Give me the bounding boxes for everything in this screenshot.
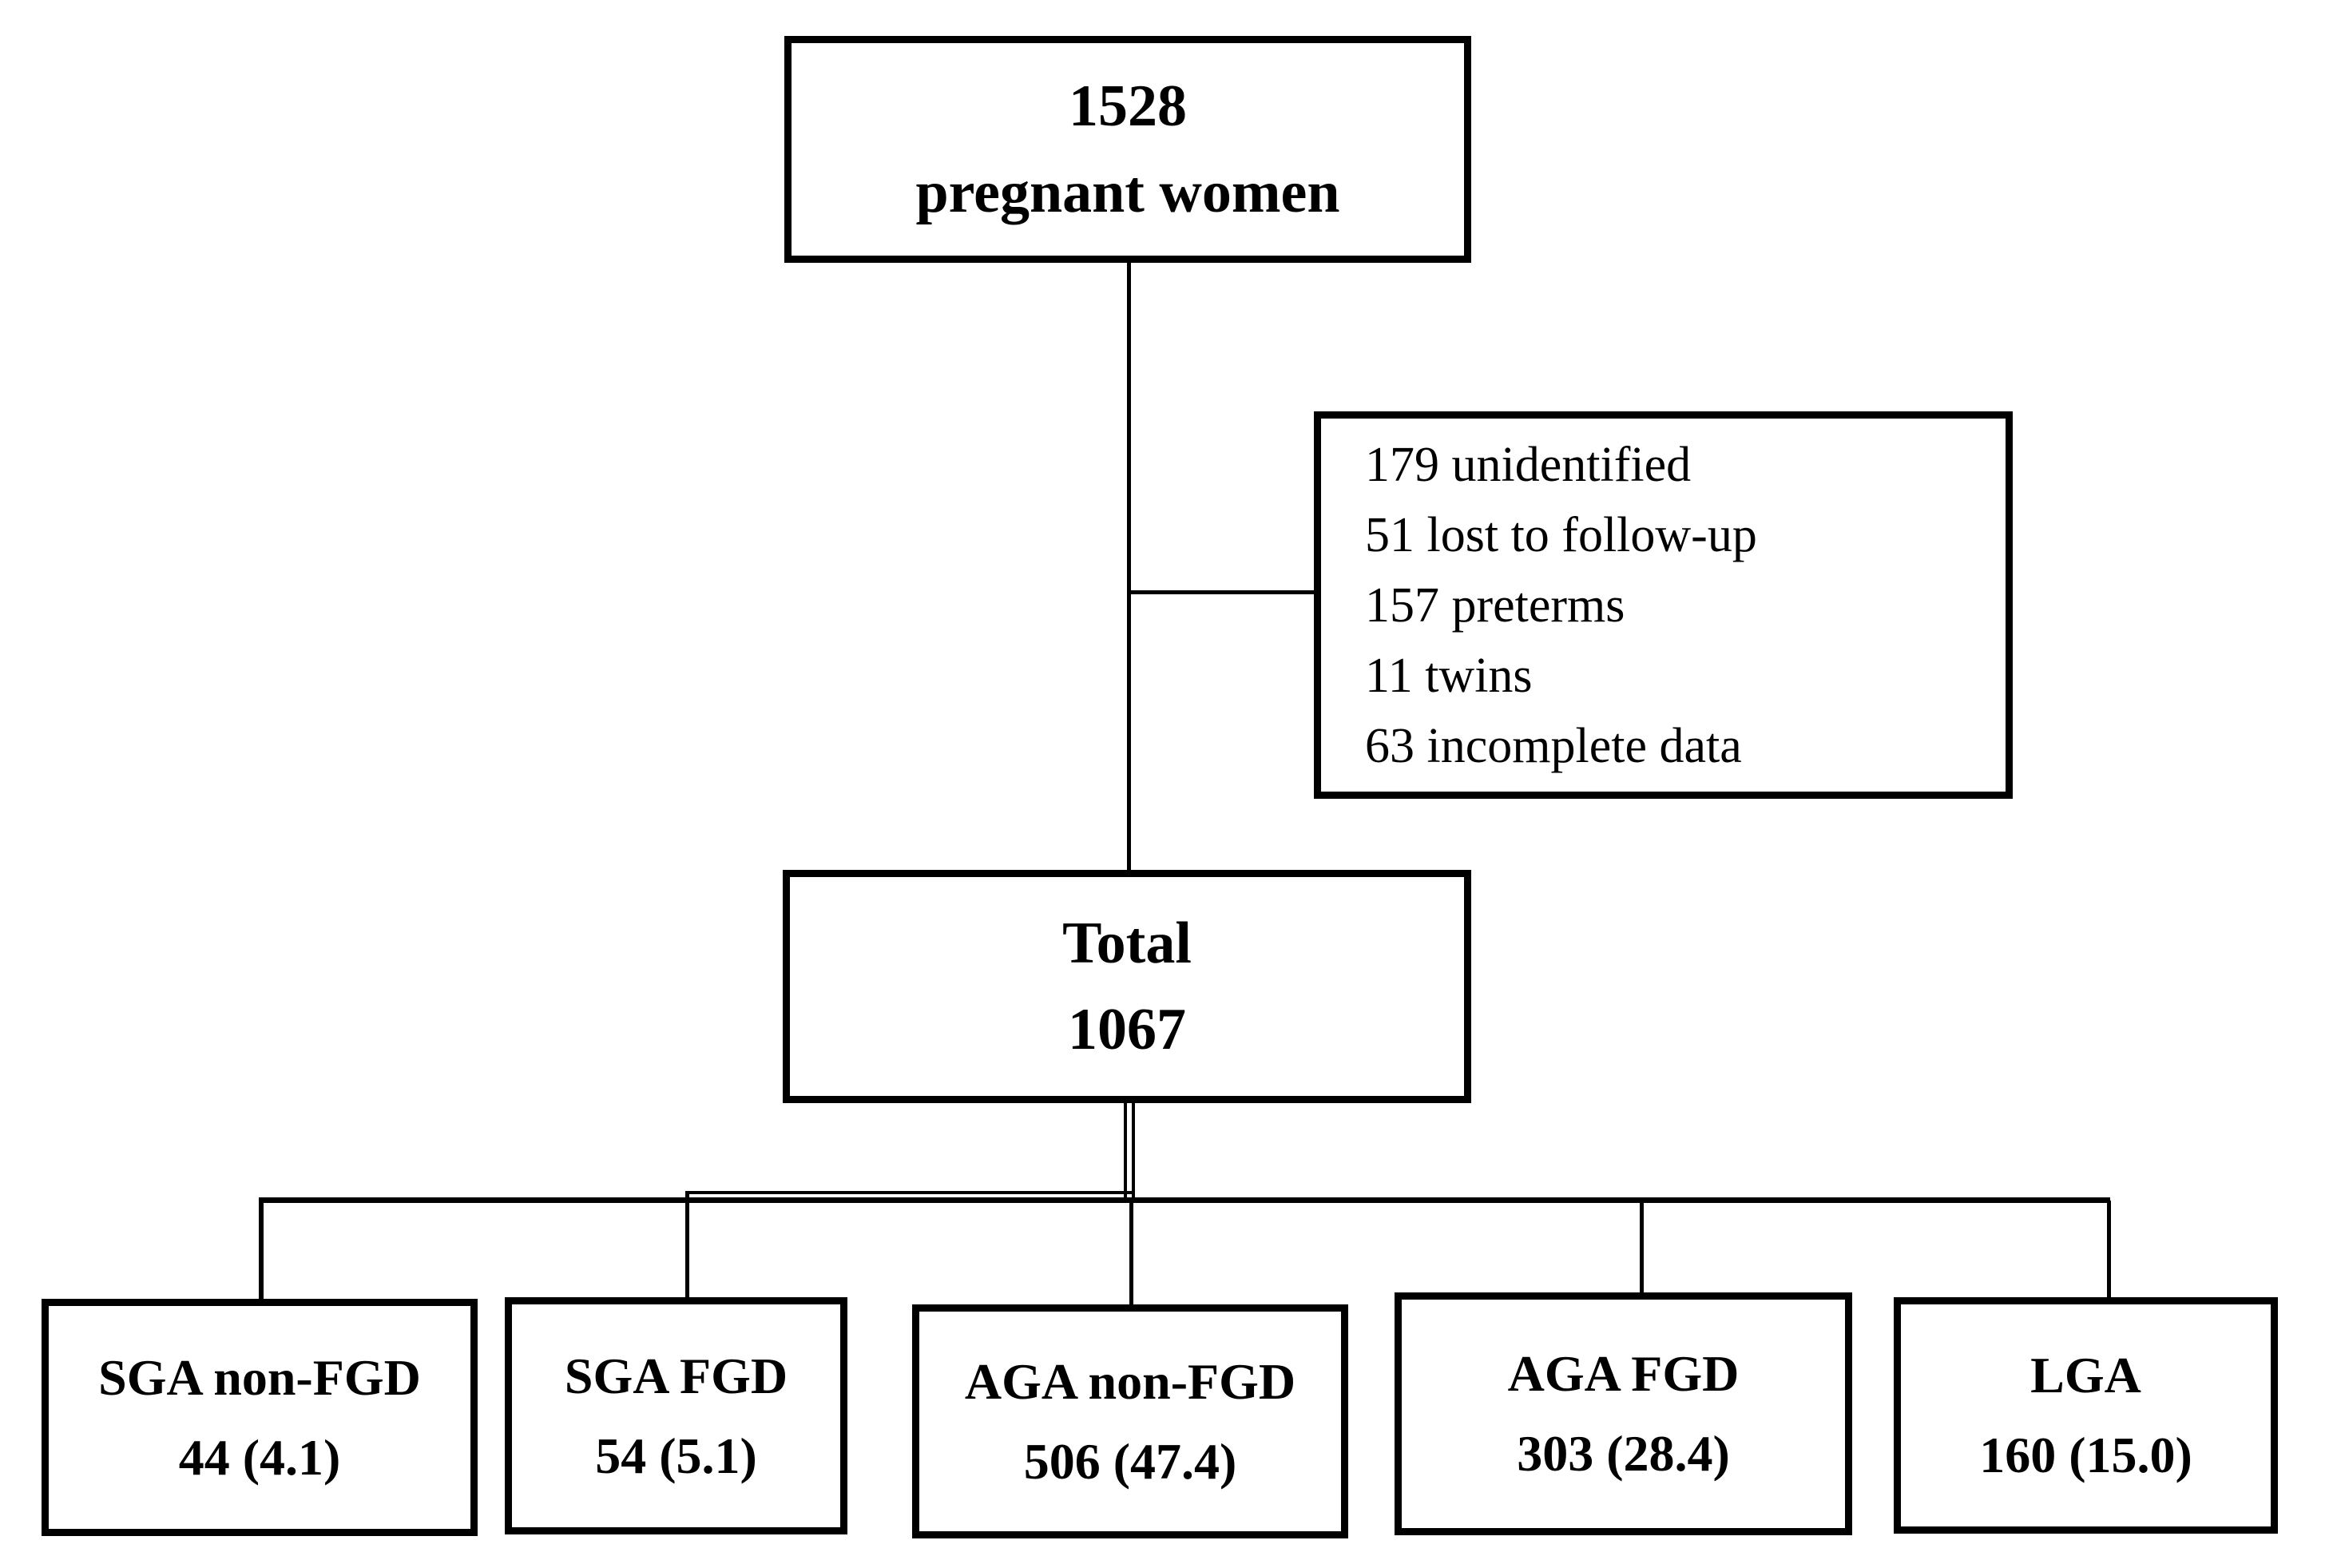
exclusion-item-preterms: 157 preterms (1365, 578, 1625, 633)
connector-drop-sga-non-fgd (259, 1201, 264, 1299)
box-aga-non-fgd: AGA non-FGD 506 (47.4) (912, 1304, 1348, 1538)
sga-fgd-value: 54 (5.1) (595, 1427, 757, 1484)
pregnant-women-count: 1528 (1069, 73, 1187, 139)
lga-value: 160 (15.0) (1979, 1427, 2192, 1483)
connector-rail (259, 1197, 2110, 1203)
aga-non-fgd-value: 506 (47.4) (1023, 1432, 1237, 1490)
box-sga-fgd: SGA FGD 54 (5.1) (505, 1297, 847, 1534)
connector-total-drop-left (1124, 1103, 1127, 1201)
aga-fgd-label: AGA FGD (1507, 1345, 1740, 1402)
pregnant-women-label: pregnant women (915, 160, 1340, 225)
connector-top-to-total (1127, 263, 1131, 870)
connector-drop-aga-fgd (1640, 1201, 1644, 1292)
box-lga: LGA 160 (15.0) (1894, 1297, 2278, 1534)
sga-non-fgd-label: SGA non-FGD (98, 1348, 421, 1406)
lga-label: LGA (2030, 1347, 2141, 1403)
connector-drop-aga-non-fgd (1129, 1201, 1133, 1304)
exclusion-item-incomplete-data: 63 incomplete data (1365, 718, 1742, 773)
connector-branch-to-exclusions (1127, 590, 1314, 594)
connector-total-drop-right (1132, 1103, 1135, 1201)
connector-rail-upper-segment (685, 1191, 1134, 1194)
sga-fgd-label: SGA FGD (564, 1347, 788, 1404)
connector-drop-lga (2107, 1201, 2111, 1297)
aga-fgd-value: 303 (28.4) (1517, 1425, 1730, 1482)
sga-non-fgd-value: 44 (4.1) (178, 1428, 341, 1486)
exclusion-item-lost-follow-up: 51 lost to follow-up (1365, 507, 1757, 562)
box-pregnant-women: 1528 pregnant women (784, 36, 1471, 263)
connector-drop-sga-fgd (685, 1193, 689, 1299)
aga-non-fgd-label: AGA non-FGD (964, 1352, 1296, 1410)
box-total: Total 1067 (783, 870, 1471, 1103)
box-sga-non-fgd: SGA non-FGD 44 (4.1) (42, 1299, 478, 1536)
total-label: Total (1062, 911, 1192, 976)
box-exclusions: 179 unidentified 51 lost to follow-up 15… (1314, 411, 2013, 799)
box-aga-fgd: AGA FGD 303 (28.4) (1395, 1292, 1852, 1535)
exclusion-item-twins: 11 twins (1365, 648, 1533, 703)
total-count: 1067 (1068, 997, 1186, 1062)
exclusion-item-unidentified: 179 unidentified (1365, 437, 1692, 492)
